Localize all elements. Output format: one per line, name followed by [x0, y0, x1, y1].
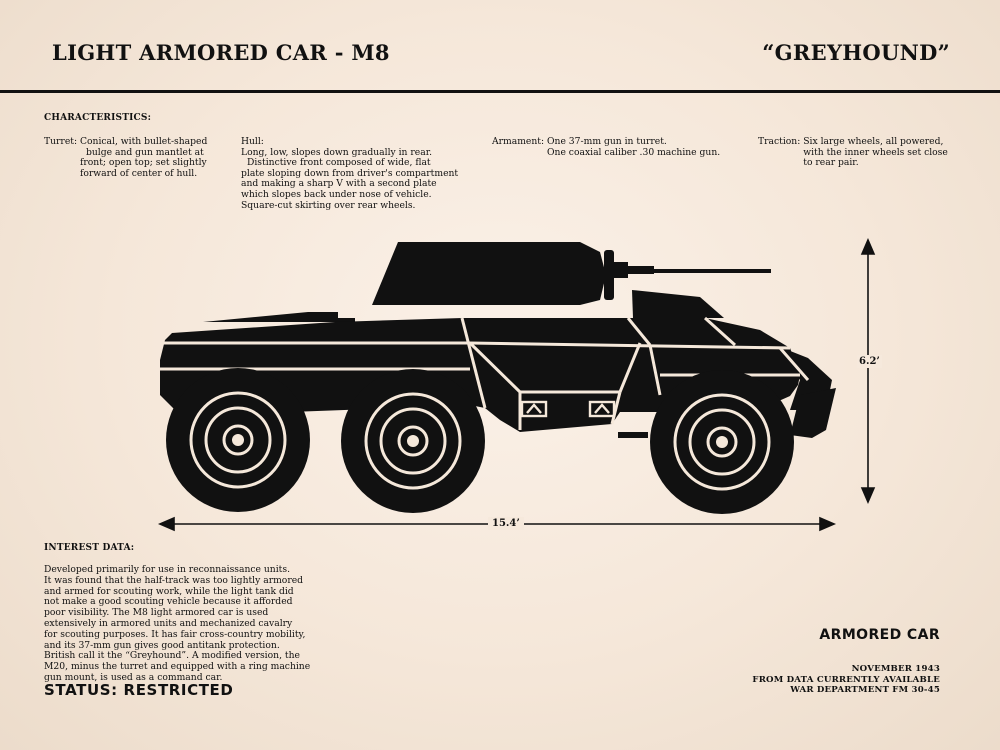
height-arrow-top: [860, 237, 876, 255]
vent-chevrons: [520, 400, 616, 418]
turret-text: Conical, with bullet-shaped bulge and gu…: [79, 136, 208, 179]
traction-label: Traction:: [758, 136, 801, 147]
gun-sleeve: [626, 266, 654, 274]
nickname-title: “GREYHOUND”: [762, 40, 950, 65]
category-label: ARMORED CAR: [819, 627, 940, 643]
wheels: [166, 368, 794, 514]
gun-barrel: [654, 269, 771, 273]
status-label: STATUS: RESTRICTED: [44, 681, 234, 699]
height-dimension-label: 6.2’: [857, 355, 882, 368]
traction-text: Six large wheels, all powered, with the …: [803, 136, 948, 169]
gun-mantlet: [604, 250, 614, 300]
armament-label: Armament:: [492, 136, 545, 147]
hull-label: Hull:: [241, 136, 264, 147]
source-footer: NOVEMBER 1943 FROM DATA CURRENTLY AVAILA…: [752, 664, 940, 696]
characteristics-heading: CHARACTERISTICS:: [44, 113, 152, 123]
traction-block: Traction: Six large wheels, all powered,…: [758, 136, 968, 169]
wheel-middle: [341, 369, 485, 513]
front-glacis: [632, 290, 724, 318]
armament-text: One 37-mm gun in turret. One coaxial cal…: [547, 136, 721, 158]
height-arrow-bottom: [860, 487, 876, 505]
armament-block: Armament: One 37-mm gun in turret. One c…: [492, 136, 742, 158]
page-title: LIGHT ARMORED CAR - M8: [52, 40, 390, 65]
panel-lines: [160, 316, 810, 430]
turret-block: Turret: Conical, with bullet-shaped bulg…: [44, 136, 244, 179]
vehicle-body: [160, 242, 836, 438]
turret-shape: [372, 242, 606, 305]
length-arrow-left: [157, 516, 175, 532]
gun-breech: [612, 262, 628, 278]
interest-heading: INTEREST DATA:: [44, 543, 135, 553]
tow-stub: [618, 432, 648, 438]
length-arrow-right: [819, 516, 837, 532]
length-dimension-label: 15.4’: [488, 517, 524, 530]
turret-label: Turret:: [44, 136, 78, 147]
front-skid: [790, 388, 836, 438]
rear-deck: [203, 312, 355, 322]
wheel-rear: [166, 368, 310, 512]
wheel-front: [650, 370, 794, 514]
hull-text: Long, low, slopes down gradually in rear…: [241, 146, 459, 211]
hull-block: Hull: Long, low, slopes down gradually i…: [241, 136, 481, 211]
header-rule: [0, 90, 1000, 93]
interest-text: Developed primarily for use in reconnais…: [44, 564, 311, 683]
